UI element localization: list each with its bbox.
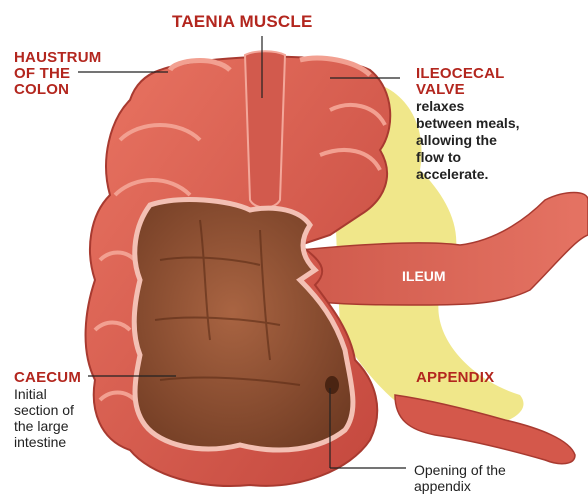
ileocecal-desc-1: relaxes	[416, 98, 520, 115]
haustrum-line-1: HAUSTRUM	[14, 50, 101, 66]
ileocecal-desc-5: accelerate.	[416, 166, 520, 183]
caecum-desc-3: the large	[14, 418, 81, 434]
ileocecal-line-1: ILEOCECAL	[416, 66, 520, 82]
opening-desc-1: Opening of the	[414, 462, 506, 478]
haustrum-line-2: OF THE	[14, 66, 101, 82]
taenia-muscle-label: TAENIA MUSCLE	[172, 14, 312, 30]
haustrum-label: HAUSTRUM OF THE COLON	[14, 50, 101, 98]
ileocecal-desc-4: flow to	[416, 149, 520, 166]
caecum-desc-4: intestine	[14, 434, 81, 450]
caecum-desc-2: section of	[14, 402, 81, 418]
caecum-label: CAECUM Initial section of the large inte…	[14, 370, 81, 450]
ileum-label: ILEUM	[402, 268, 446, 284]
appendix-label: APPENDIX	[416, 370, 494, 386]
opening-desc-2: appendix	[414, 478, 506, 494]
ileocecal-valve-label: ILEOCECAL VALVE relaxes between meals, a…	[416, 66, 520, 183]
ileocecal-line-2: VALVE	[416, 82, 520, 98]
appendix-opening	[325, 376, 339, 394]
taenia-band	[245, 51, 285, 207]
opening-label: Opening of the appendix	[414, 462, 506, 494]
ileocecal-desc-2: between meals,	[416, 115, 520, 132]
caecum-desc-1: Initial	[14, 386, 81, 402]
haustrum-line-3: COLON	[14, 82, 101, 98]
caecum-title: CAECUM	[14, 370, 81, 386]
ileocecal-desc-3: allowing the	[416, 132, 520, 149]
